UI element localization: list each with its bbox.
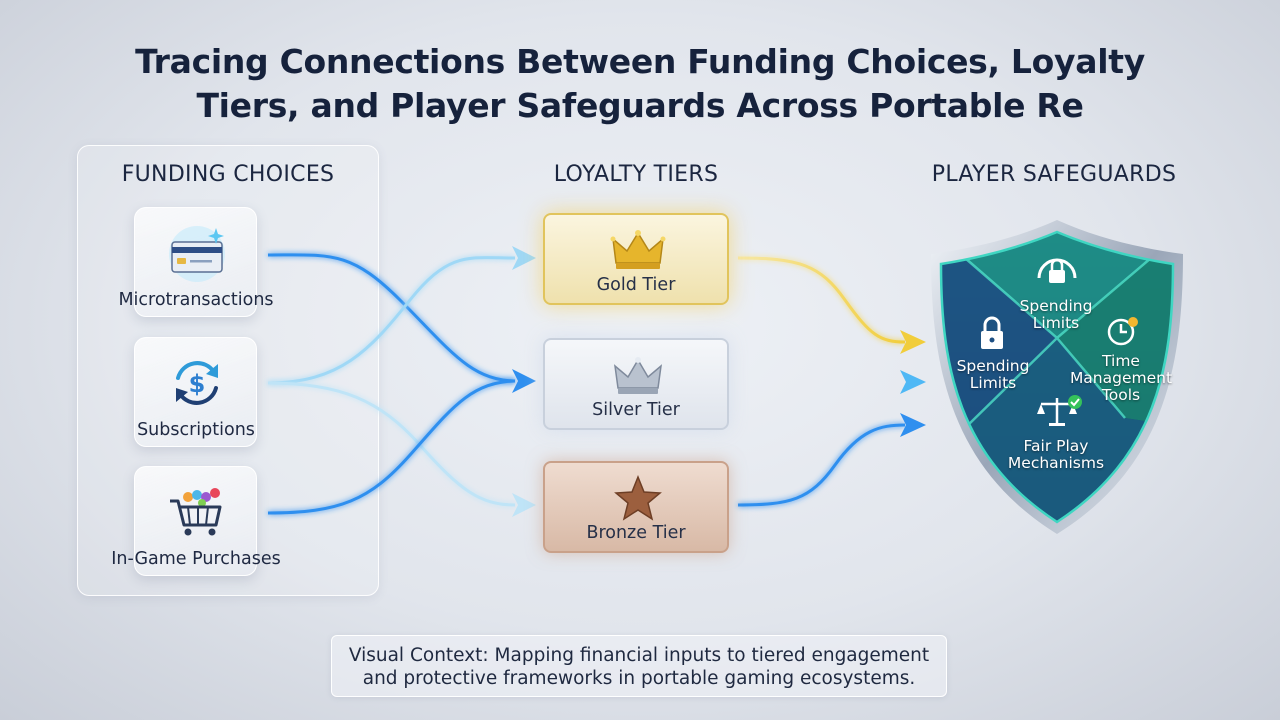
tier-label-gold: Gold Tier (596, 275, 676, 295)
safeguard-label-spending-limits-top: Spending Limits (1019, 297, 1093, 332)
funding-card-microtransactions (134, 207, 257, 317)
clock-icon (1107, 317, 1138, 346)
silver-crown-icon (613, 357, 663, 394)
safeguards-heading: PLAYER SAFEGUARDS (931, 162, 1177, 187)
arrowhead-shield-gold (900, 330, 926, 354)
tier-label-silver: Silver Tier (592, 400, 680, 420)
gauge-lock-icon (1037, 258, 1077, 283)
arrowhead-bronze-in (512, 493, 536, 517)
funding-label-microtransactions: Microtransactions (118, 290, 274, 310)
safeguard-label-fair-play: Fair Play Mechanisms (1007, 437, 1105, 472)
funding-card-in-game-purchases (134, 466, 257, 576)
title-line-2: Tiers, and Player Safeguards Across Port… (196, 86, 1084, 125)
safeguard-shield (931, 220, 1183, 534)
title-line-1: Tracing Connections Between Funding Choi… (135, 42, 1145, 81)
tier-card-silver: Silver Tier (543, 338, 729, 430)
flow-gold-to-shield (737, 256, 906, 344)
recurring-dollar-icon: $ (176, 361, 218, 405)
funding-card-subscriptions: $ (134, 337, 257, 447)
tier-card-bronze: Bronze Tier (543, 461, 729, 553)
balance-scale-icon (1037, 395, 1082, 426)
diagram-title: Tracing Connections Between Funding Choi… (90, 40, 1190, 128)
safeguard-label-spending-limits-left: Spending Limits (956, 357, 1030, 392)
credit-card-icon (169, 226, 225, 282)
loyalty-heading: LOYALTY TIERS (553, 162, 719, 187)
funding-label-subscriptions: Subscriptions (137, 420, 255, 440)
tier-card-gold: Gold Tier (543, 213, 729, 305)
funding-heading: FUNDING CHOICES (121, 162, 335, 187)
funding-label-in-game-purchases: In-Game Purchases (111, 549, 281, 569)
caption-line-1: Visual Context: Mapping financial inputs… (348, 645, 930, 666)
arrowhead-gold-in (512, 246, 536, 270)
arrowhead-shield-silver (900, 370, 926, 394)
arrowhead-silver-in (512, 369, 536, 393)
bronze-star-icon (614, 474, 662, 521)
safeguard-label-time-management: Time Management Tools (1069, 352, 1173, 404)
visual-context-caption: Visual Context: Mapping financial inputs… (331, 635, 947, 697)
flow-bronze-to-shield (737, 423, 906, 507)
svg-text:$: $ (189, 370, 206, 398)
shopping-cart-icon (170, 488, 222, 536)
padlock-icon (981, 316, 1003, 349)
tier-label-bronze: Bronze Tier (586, 523, 686, 543)
gold-crown-icon (610, 230, 666, 269)
arrowhead-shield-bronze (900, 413, 926, 437)
caption-line-2: and protective frameworks in portable ga… (362, 668, 916, 689)
